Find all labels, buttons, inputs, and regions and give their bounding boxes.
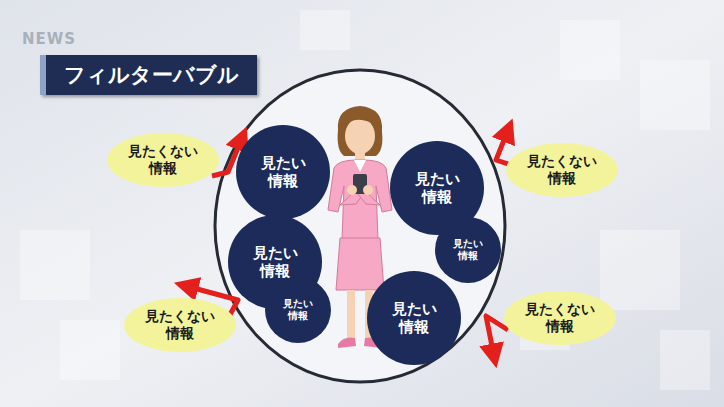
node-text: 見たくない 情報 (144, 308, 217, 342)
wanted-info-circle: 見たい 情報 (367, 271, 461, 365)
unwanted-info-ellipse: 見たくない 情報 (107, 133, 219, 187)
node-text: 見たくない 情報 (524, 301, 597, 335)
title-band: フィルターバブル (40, 55, 257, 95)
unwanted-info-ellipse: 見たくない 情報 (504, 291, 616, 345)
node-text: 見たい 情報 (375, 300, 453, 336)
node-text: 見たくない 情報 (526, 153, 599, 187)
unwanted-info-ellipse: 見たくない 情報 (124, 298, 236, 352)
node-text: 見たい 情報 (244, 154, 322, 190)
watermark: NEWS (22, 30, 76, 48)
wanted-info-circle: 見たい 情報 (265, 277, 331, 343)
node-text: 見たい 情報 (272, 298, 324, 322)
wanted-info-circle: 見たい 情報 (435, 217, 501, 283)
title-text: フィルターバブル (64, 61, 239, 89)
node-text: 見たい 情報 (442, 238, 494, 262)
unwanted-info-ellipse: 見たくない 情報 (506, 143, 618, 197)
node-text: 見たくない 情報 (127, 143, 200, 177)
node-text: 見たい 情報 (236, 244, 314, 280)
node-text: 見たい 情報 (398, 170, 476, 206)
wanted-info-circle: 見たい 情報 (236, 125, 330, 219)
